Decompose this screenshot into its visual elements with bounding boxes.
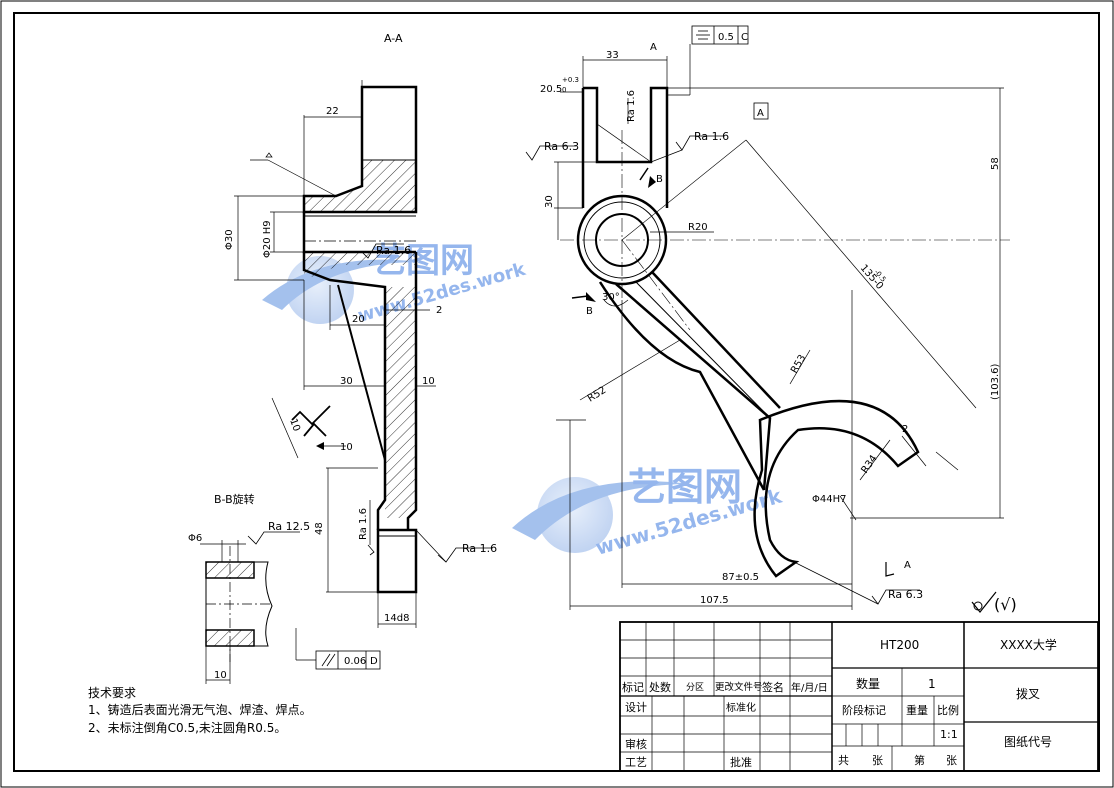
dim-58: 58: [990, 157, 1001, 170]
radius-r53: R53: [789, 353, 808, 376]
watermark-brand-2: 艺图网: [628, 465, 742, 509]
tb-design: 设计: [625, 701, 647, 714]
notes-line-1: 1、铸造后表面光滑无气泡、焊渣、焊点。: [88, 702, 312, 717]
tb-approve: 批准: [730, 755, 752, 769]
ra-6-3-left: Ra 6.3: [544, 140, 579, 153]
radius-r20: R20: [688, 222, 708, 233]
dim-33: 33: [606, 50, 619, 61]
general-roughness: (√): [994, 595, 1017, 614]
dim-87: 87±0.5: [722, 572, 759, 583]
dim-48: 48: [314, 522, 325, 535]
watermark-bottom: 艺图网 www.52des.work: [512, 465, 785, 560]
tb-header-count: 处数: [649, 681, 671, 694]
dim-10-detail: 10: [287, 417, 302, 433]
ra-6-3-bottom: Ra 6.3: [888, 588, 923, 601]
aa-section-view: [234, 80, 492, 670]
dim-20-5: 20.5: [540, 84, 562, 95]
radius-r52: R52: [586, 385, 609, 405]
notes-title: 技术要求: [88, 686, 136, 700]
tb-material: HT200: [880, 638, 919, 652]
tb-sheet-label: 张: [872, 754, 883, 767]
datum-a-top: A: [650, 42, 657, 53]
tb-header-doc: 更改文件号: [715, 681, 763, 693]
tb-scale: 1:1: [940, 728, 958, 741]
radius-r34: R34: [859, 453, 879, 475]
tb-header-mark: 标记: [622, 680, 644, 694]
tb-total-label: 共: [838, 754, 849, 767]
angle-30: 30°: [602, 292, 620, 303]
dim-d44h7: Φ44H7: [812, 494, 846, 505]
ra-1-6-slot: Ra 1.6: [626, 90, 637, 122]
tb-process: 工艺: [625, 756, 647, 769]
ra-1-6-right: Ra 1.6: [462, 542, 497, 555]
parallelism-value: 0.06: [344, 656, 366, 667]
dim-2-a: 2: [436, 305, 442, 316]
tb-of-label: 第: [914, 753, 925, 767]
tb-scale-label: 比例: [937, 703, 959, 717]
tb-standard: 标准化: [726, 701, 756, 714]
datum-a-box: A: [757, 108, 764, 119]
tb-review: 审核: [625, 737, 647, 751]
fillet-size-10: 10: [340, 442, 353, 453]
dim-14d8: 14d8: [384, 613, 409, 624]
bb-section-label: B-B旋转: [214, 492, 255, 506]
dim-d30: Φ30: [224, 229, 235, 250]
tb-header-zone: 分区: [686, 682, 704, 693]
ra-1-6-bottom: Ra 1.6: [358, 508, 369, 540]
dim-22: 22: [326, 106, 339, 117]
aa-section-label: A-A: [384, 32, 403, 45]
tb-drawing-no: 图纸代号: [1004, 735, 1052, 749]
dim-2-b: 2: [902, 424, 908, 435]
section-b-upper: B: [656, 174, 663, 185]
dim-20-5-upper-tol: +0.3: [562, 76, 579, 84]
dim-20: 20: [352, 314, 365, 325]
datum-a-bottom: A: [904, 560, 911, 571]
dim-30-b: 30: [340, 376, 353, 387]
tb-header-date: 年/月/日: [791, 681, 828, 694]
parallelism-datum: D: [370, 656, 378, 667]
dim-20-5-lower-tol: 0: [562, 86, 566, 94]
tb-stage-label: 阶段标记: [842, 703, 886, 717]
ra-1-6-slot-side: Ra 1.6: [694, 130, 729, 143]
tb-quantity-label: 数量: [856, 676, 880, 691]
tb-header-sign: 签名: [762, 680, 784, 694]
tb-sheet-label-2: 张: [946, 754, 957, 767]
dim-30-right: 30: [544, 195, 555, 208]
dim-103-6: (103.6): [990, 363, 1001, 400]
tb-school: XXXX大学: [1000, 637, 1057, 652]
tb-part-name: 拨叉: [1016, 687, 1040, 701]
ra-1-6-bore: Ra 1.6: [376, 244, 411, 257]
tb-weight-label: 重量: [906, 703, 928, 717]
symmetry-datum: C: [741, 32, 748, 43]
dim-10-b: 10: [214, 670, 227, 681]
inner-border: [13, 12, 1100, 772]
dim-107-5: 107.5: [700, 595, 729, 606]
ra-12-5: Ra 12.5: [268, 520, 310, 533]
section-b-lower: B: [586, 306, 593, 317]
notes-line-2: 2、未标注倒角C0.5,未注圆角R0.5。: [88, 720, 286, 735]
dim-10-a: 10: [422, 376, 435, 387]
main-view: [525, 25, 1010, 613]
symmetry-value: 0.5: [718, 32, 734, 43]
title-block: [619, 621, 1099, 772]
dim-d6: Φ6: [188, 533, 202, 544]
tb-quantity: 1: [928, 677, 936, 691]
bb-section-view: [200, 531, 300, 684]
dim-d20h9: Φ20 H9: [262, 220, 273, 258]
